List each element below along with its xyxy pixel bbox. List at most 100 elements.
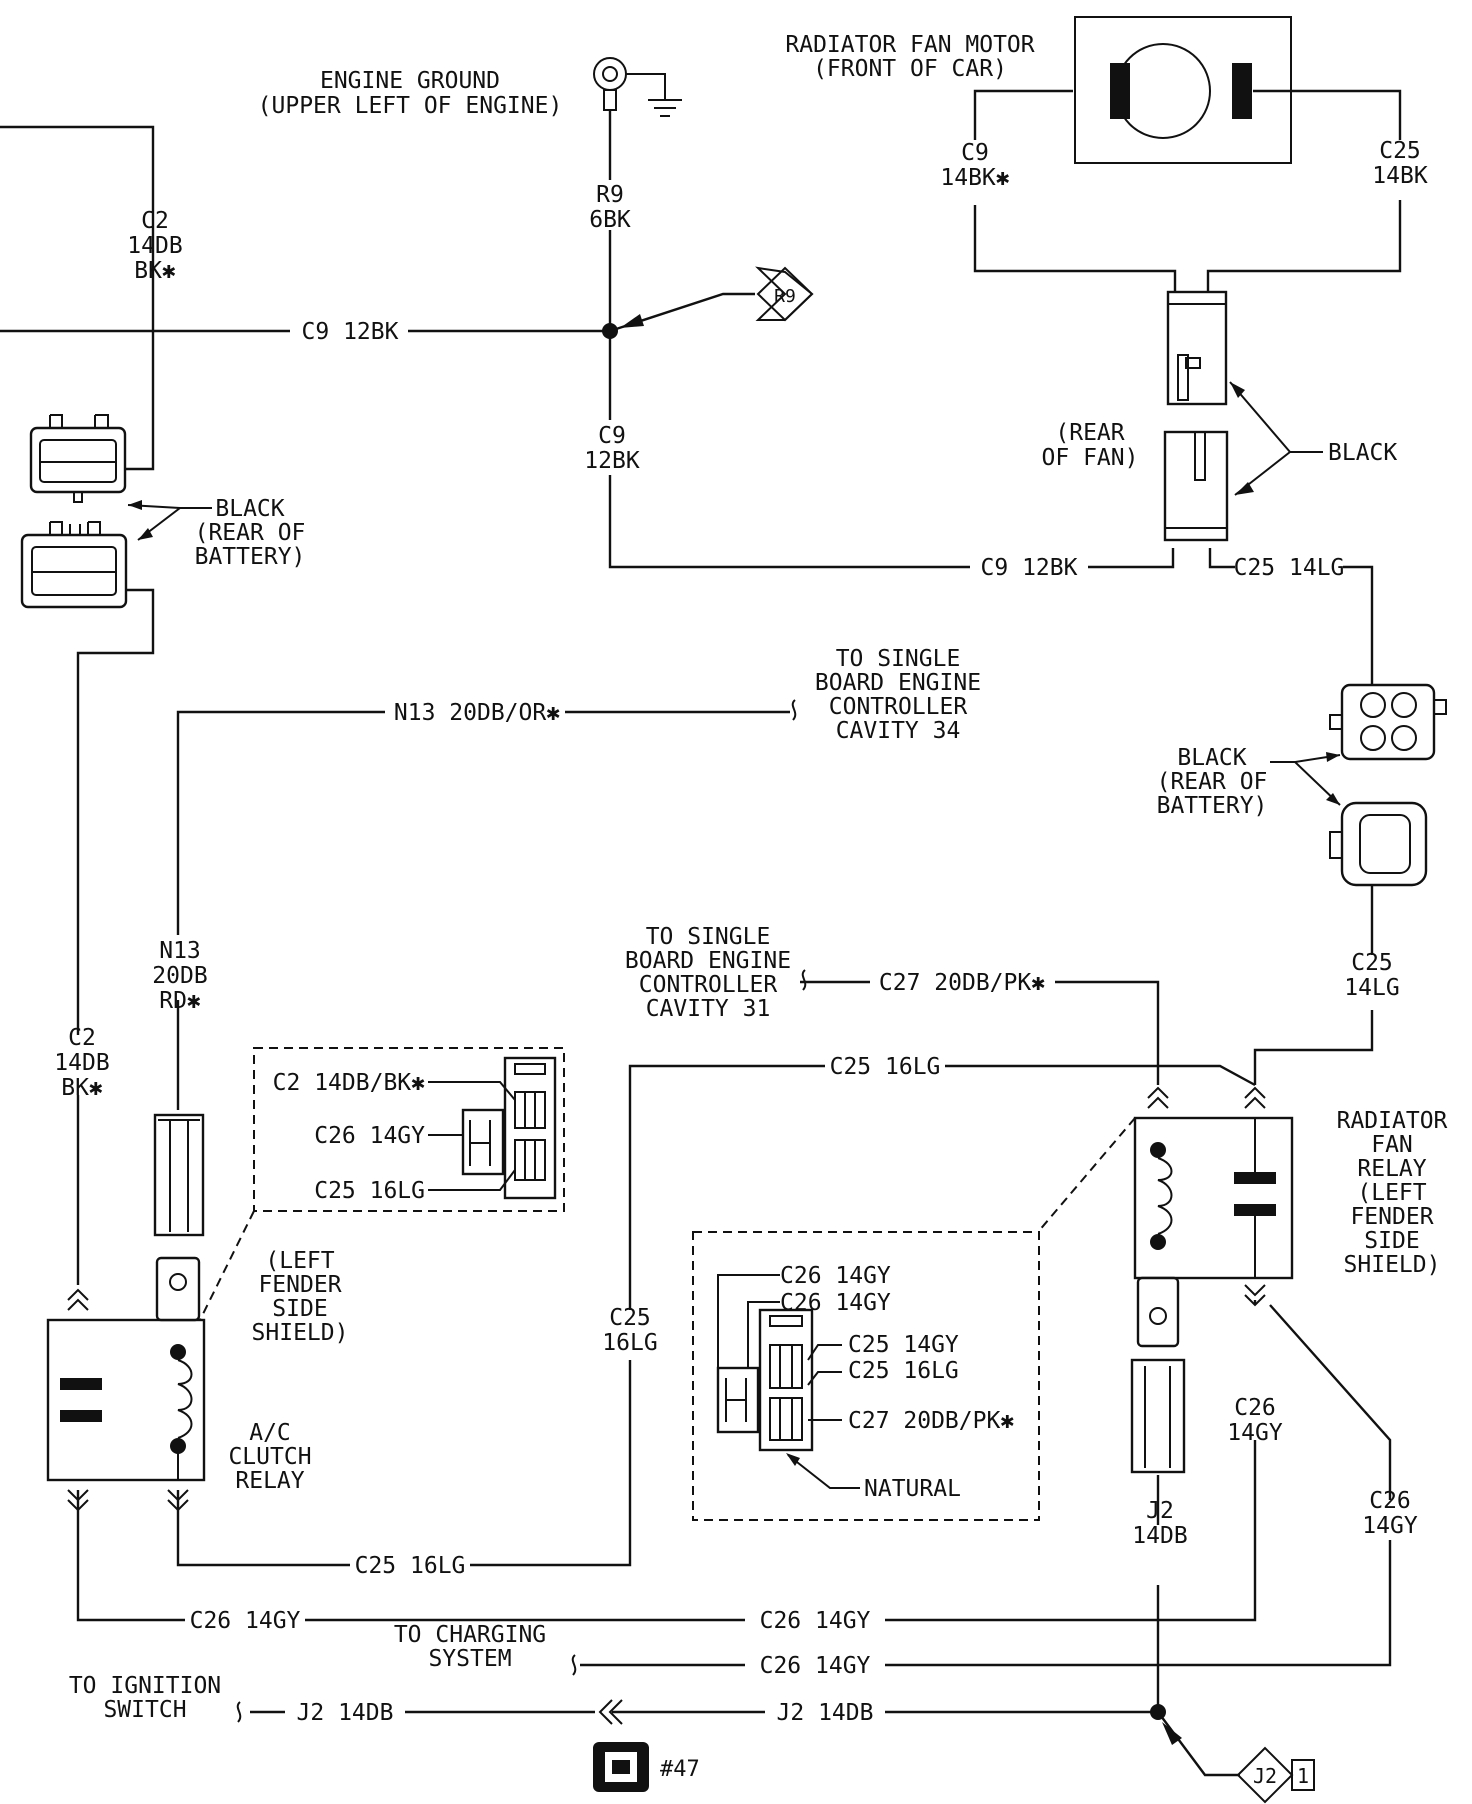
radiator-fan-motor bbox=[1074, 16, 1292, 164]
c9-12bk-horizontal-label: C9 12BK bbox=[302, 319, 399, 345]
label-line: (REAR OF bbox=[195, 520, 306, 546]
label-line: 14DB bbox=[127, 233, 182, 259]
j2-14db-mid-label: J2 14DB bbox=[777, 1700, 874, 1726]
page-number-label: #47 bbox=[660, 1757, 700, 1782]
right-battery-connectors bbox=[1270, 683, 1447, 887]
wire-c2-top bbox=[0, 125, 155, 471]
left-battery-connectors bbox=[20, 414, 212, 609]
c9-12bk-bottom-label: C9 12BK bbox=[981, 555, 1078, 581]
inset-left bbox=[199, 1047, 565, 1321]
wire-c9-14bk bbox=[973, 89, 1073, 140]
label-line: BOARD ENGINE bbox=[625, 948, 791, 974]
ac-relay-coil-icon bbox=[177, 1359, 193, 1439]
arrow-j2 bbox=[1162, 1722, 1182, 1745]
label-line: SHIELD) bbox=[252, 1320, 349, 1346]
label-line: 14DB bbox=[54, 1050, 109, 1076]
wire-c25-16lg-bottom bbox=[176, 1490, 350, 1567]
c25-16lg-bottom-label: C25 16LG bbox=[355, 1553, 466, 1579]
label-line: C2 bbox=[68, 1025, 96, 1051]
inset-left-c2-label: C2 14DB/BK✱ bbox=[273, 1070, 425, 1096]
label-line: CLUTCH bbox=[228, 1444, 311, 1470]
ground-icon bbox=[626, 73, 682, 117]
n13-20db-or-label: N13 20DB/OR✱ bbox=[394, 700, 560, 726]
label-line: TO SINGLE bbox=[646, 924, 771, 950]
n13-terminal bbox=[153, 1113, 205, 1237]
label-line: (UPPER LEFT OF ENGINE) bbox=[258, 93, 563, 119]
c27-20db-pk-label: C27 20DB/PK✱ bbox=[879, 970, 1045, 996]
wire-c26-14gy-left bbox=[76, 1490, 185, 1622]
fan-relay-body bbox=[1133, 1116, 1294, 1280]
label-line: R9 bbox=[596, 182, 624, 208]
label-line: CAVITY 31 bbox=[646, 996, 771, 1022]
wire-r9-pointer bbox=[609, 292, 755, 333]
j2-14db-left-label: J2 14DB bbox=[297, 1700, 394, 1726]
right-connector-top bbox=[1340, 683, 1436, 761]
wire-c27-b bbox=[1055, 980, 1160, 1085]
c26-14gy-charging-label: C26 14GY bbox=[760, 1653, 871, 1679]
arrow-r9 bbox=[620, 314, 644, 328]
label-line: 14DB bbox=[1132, 1523, 1187, 1549]
label-line: BLACK bbox=[1177, 745, 1246, 771]
label-line: TO SINGLE bbox=[836, 646, 961, 672]
inset-right-c25-14gy-label: C25 14GY bbox=[848, 1332, 959, 1358]
inset-right-c26-label-1: C26 14GY bbox=[780, 1263, 891, 1289]
label-line: FAN bbox=[1371, 1132, 1413, 1158]
label-line: SHIELD) bbox=[1344, 1252, 1441, 1278]
label-line: FENDER bbox=[1350, 1204, 1433, 1230]
radiator-fan-relay bbox=[1037, 1086, 1294, 1474]
engine-ground bbox=[593, 57, 682, 117]
fan-relay-coil-icon bbox=[1157, 1157, 1173, 1235]
inset-left-c25-label: C25 16LG bbox=[314, 1178, 425, 1204]
label-line: RADIATOR bbox=[1337, 1108, 1448, 1134]
motor-brush-left bbox=[1110, 63, 1130, 119]
wire-c25-16lg-top bbox=[628, 1064, 825, 1310]
wire-n13 bbox=[176, 710, 385, 935]
label-line: SIDE bbox=[1364, 1228, 1419, 1254]
label-line: C2 bbox=[141, 208, 169, 234]
r9-badge bbox=[755, 266, 814, 322]
label-line: RELAY bbox=[1357, 1156, 1426, 1182]
wire-c9-12bk-vertical bbox=[608, 475, 970, 569]
label-line: RD✱ bbox=[159, 988, 201, 1014]
label-line: BOARD ENGINE bbox=[815, 670, 981, 696]
label-line: OF FAN) bbox=[1042, 445, 1139, 471]
wires bbox=[0, 89, 1402, 1777]
label-line: BATTERY) bbox=[195, 544, 306, 570]
natural-label: NATURAL bbox=[864, 1476, 961, 1502]
j2-badge bbox=[1236, 1746, 1315, 1804]
splices bbox=[602, 314, 1182, 1745]
black-fan-label: BLACK bbox=[1328, 440, 1397, 466]
page-badge bbox=[593, 1742, 649, 1792]
ac-clutch-relay bbox=[46, 1256, 206, 1512]
inset-right bbox=[692, 1231, 1040, 1521]
label-line: C25 bbox=[1379, 138, 1421, 164]
c26-14gy-mid-horizontal-label: C26 14GY bbox=[760, 1608, 871, 1634]
label-line: BK✱ bbox=[61, 1075, 103, 1101]
engine-ground-label: ENGINE GROUND(UPPER LEFT OF ENGINE) bbox=[258, 68, 563, 119]
label-line: 14BK bbox=[1372, 163, 1428, 189]
wire-c25-14lg-d bbox=[1253, 1010, 1374, 1085]
wire-c26-14gy-right bbox=[1269, 1304, 1392, 1500]
radiator-fan-motor-label: RADIATOR FAN MOTOR(FRONT OF CAR) bbox=[785, 32, 1034, 82]
label-line: SWITCH bbox=[103, 1697, 186, 1723]
fan-motor-icon bbox=[1115, 43, 1211, 139]
label-line: C25 bbox=[1351, 950, 1393, 976]
label-line: (REAR OF bbox=[1157, 769, 1268, 795]
label-line: 12BK bbox=[584, 448, 640, 474]
